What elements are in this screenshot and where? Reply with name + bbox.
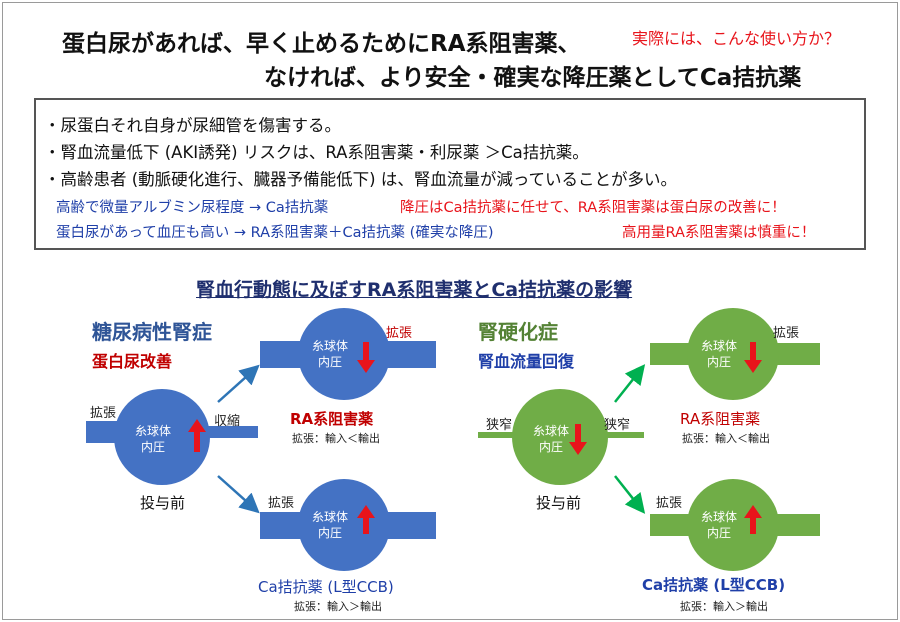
left-ra-glomerulus <box>260 308 436 400</box>
title-line-1: 蛋白尿があれば、早く止めるためにRA系阻害薬、 <box>62 31 581 57</box>
pressure-up-arrow-icon <box>357 505 375 534</box>
left-ra-glomerulus-label: 糸球体内圧 <box>312 339 349 369</box>
left-ca-name: Ca拮抗薬 (L型CCB) <box>258 578 394 596</box>
right-before-glomerulus <box>478 389 644 485</box>
bullet-1: ・尿蛋白それ自身が尿細管を傷害する。 <box>44 116 341 135</box>
section-title: 腎血行動態に及ぼすRA系阻害薬とCa拮抗薬の影響 <box>196 279 633 301</box>
flow-arrow-icon <box>614 364 646 403</box>
left-ca-top-label: 拡張 <box>268 496 295 511</box>
pressure-up-arrow-icon <box>188 419 206 452</box>
bullet-2: ・腎血流量低下 (AKI誘発) リスクは、RA系阻害薬・利尿薬 ＞Ca拮抗薬。 <box>44 143 589 162</box>
right-ca-glomerulus <box>650 479 820 571</box>
left-ra-note: 拡張：輸入＜輸出 <box>292 432 380 445</box>
left-panel-title: 糖尿病性腎症 <box>92 320 212 344</box>
left-before-afferent-label: 拡張 <box>90 406 117 421</box>
right-ra-glomerulus <box>650 308 820 400</box>
left-before-efferent-label: 収縮 <box>214 414 241 429</box>
right-ra-glomerulus-label: 糸球体内圧 <box>701 339 738 369</box>
flow-arrow-icon <box>217 475 260 514</box>
title-note: 実際には、こんな使い方か？ <box>632 29 841 48</box>
flow-arrow-icon <box>614 475 646 514</box>
rule-2-condition: 蛋白尿があって血圧も高い → RA系阻害薬＋Ca拮抗薬 (確実な降圧) <box>56 225 494 241</box>
right-ra-note: 拡張：輸入＜輸出 <box>682 432 770 445</box>
rule-2-advice: 高用量RA系阻害薬は慎重に！ <box>622 225 816 241</box>
right-ra-top-label: 拡張 <box>773 326 800 341</box>
right-panel-subtitle: 腎血流量回復 <box>478 352 575 371</box>
left-panel-subtitle: 蛋白尿改善 <box>92 352 173 371</box>
right-ca-name: Ca拮抗薬 (L型CCB) <box>642 576 786 594</box>
left-ca-glomerulus-label: 糸球体内圧 <box>312 510 349 540</box>
right-before-glomerulus-label: 糸球体内圧 <box>533 424 570 454</box>
flow-arrow-icon <box>217 364 260 403</box>
left-before-caption: 投与前 <box>140 494 186 512</box>
right-ca-note: 拡張：輸入＞輸出 <box>680 600 768 613</box>
right-before-caption: 投与前 <box>536 494 582 512</box>
left-ra-top-label: 拡張 <box>386 326 413 341</box>
bullet-3: ・高齢患者 (動脈硬化進行、臓器予備能低下) は、腎血流量が減っていることが多い… <box>44 170 678 189</box>
right-before-efferent-label: 狭窄 <box>604 418 631 433</box>
right-before-afferent-label: 狭窄 <box>486 418 513 433</box>
left-before-glomerulus-label: 糸球体内圧 <box>135 424 172 454</box>
left-ca-glomerulus <box>260 479 436 571</box>
right-ca-top-label: 拡張 <box>656 496 683 511</box>
right-panel-title: 腎硬化症 <box>478 320 558 344</box>
pressure-up-arrow-icon <box>744 505 762 534</box>
left-ra-name: RA系阻害薬 <box>290 410 374 428</box>
rule-1-condition: 高齢で微量アルブミン尿程度 → Ca拮抗薬 <box>56 200 329 216</box>
pressure-down-arrow-icon <box>357 342 375 373</box>
left-ca-note: 拡張：輸入＞輸出 <box>294 600 382 613</box>
right-ra-name: RA系阻害薬 <box>680 410 761 428</box>
rule-1-advice: 降圧はCa拮抗薬に任せて、RA系阻害薬は蛋白尿の改善に！ <box>400 200 786 216</box>
left-before-glomerulus <box>86 389 258 485</box>
pressure-down-arrow-icon <box>744 342 762 373</box>
pressure-down-arrow-icon <box>569 424 587 455</box>
right-ca-glomerulus-label: 糸球体内圧 <box>701 510 738 540</box>
summary-box <box>34 98 866 250</box>
title-line-2: なければ、より安全・確実な降圧薬としてCa拮抗薬 <box>264 65 802 91</box>
